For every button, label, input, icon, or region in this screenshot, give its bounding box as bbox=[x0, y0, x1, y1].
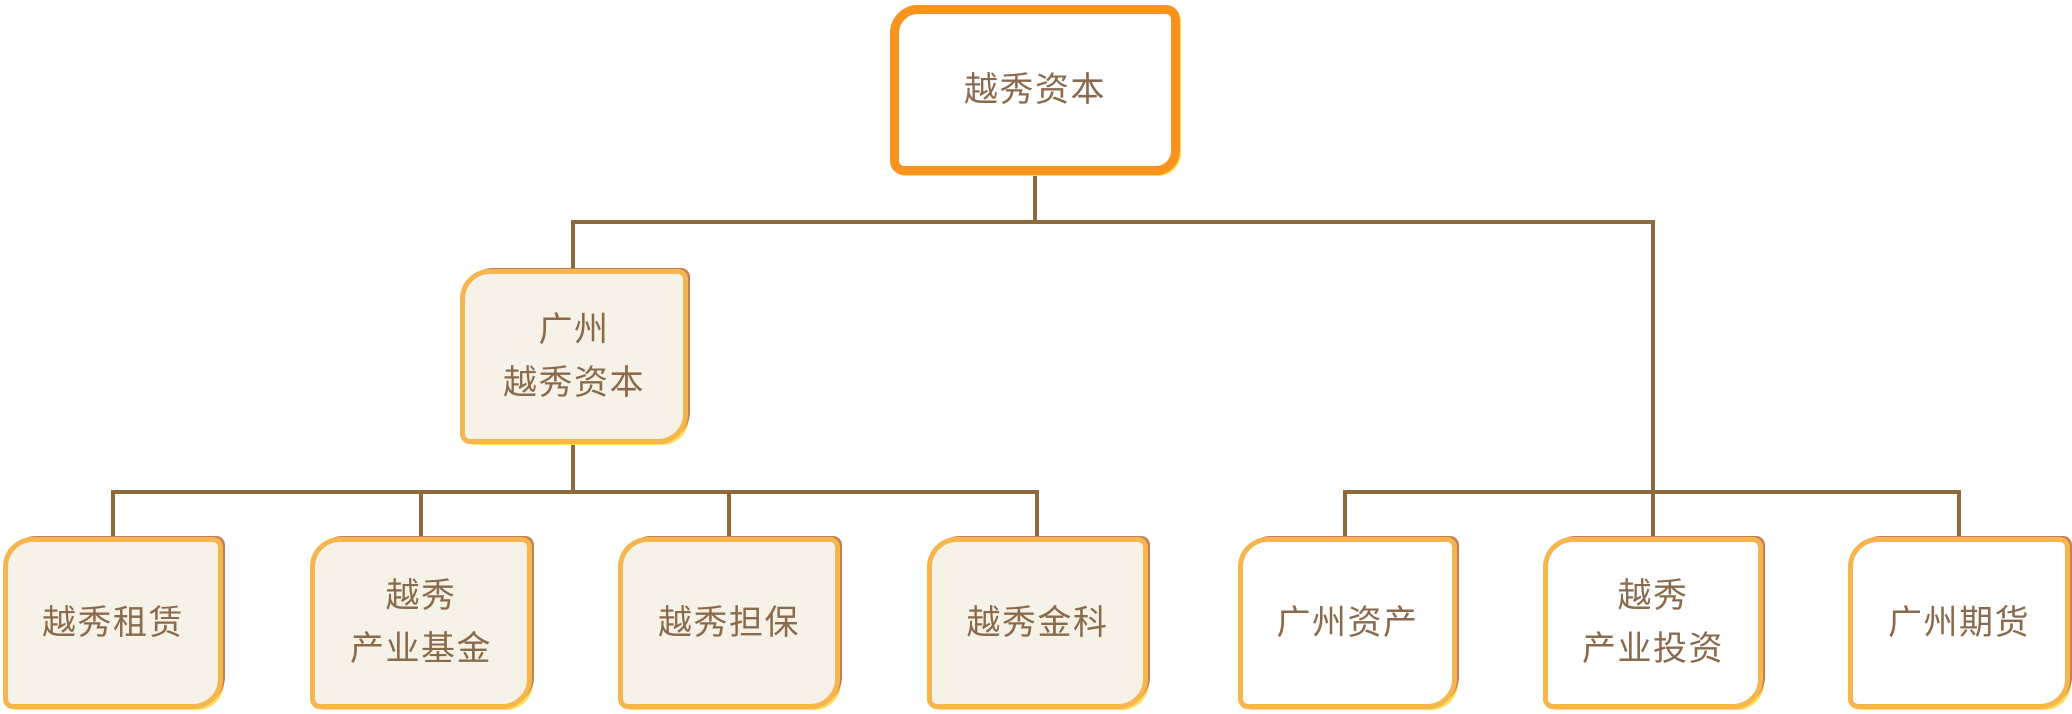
org-node-guangzhou-asset[interactable]: 广州资产 bbox=[1238, 537, 1457, 709]
org-node-yuexiu-leasing[interactable]: 越秀租赁 bbox=[3, 537, 223, 709]
org-node-yuexiu-industrial-investment[interactable]: 越秀 产业投资 bbox=[1543, 537, 1763, 709]
org-node-label: 越秀担保 bbox=[658, 603, 800, 642]
connector-drop-yuexiu-fintech bbox=[1035, 490, 1039, 540]
org-node-guangzhou-futures[interactable]: 广州期货 bbox=[1848, 537, 2070, 709]
connector-drop-yuexiu-leasing bbox=[111, 490, 115, 540]
org-node-label: 越秀 产业基金 bbox=[350, 577, 492, 668]
connector-left-children-horizontal bbox=[111, 490, 1039, 494]
connector-drop-guangzhou-asset bbox=[1343, 490, 1347, 540]
connector-right-children-horizontal bbox=[1343, 490, 1961, 494]
connector-gz-yuexiu-capital-trunk bbox=[571, 441, 575, 493]
org-node-label: 越秀金科 bbox=[966, 603, 1109, 642]
org-node-yuexiu-industrial-fund[interactable]: 越秀 产业基金 bbox=[310, 537, 532, 709]
org-node-yuexiu-guarantee[interactable]: 越秀担保 bbox=[618, 537, 840, 709]
org-node-yuexiu-capital[interactable]: 越秀资本 bbox=[890, 5, 1180, 175]
org-node-label: 广州 越秀资本 bbox=[503, 310, 645, 402]
connector-drop-gz-yuexiu-capital bbox=[571, 220, 575, 272]
org-node-guangzhou-yuexiu-capital[interactable]: 广州 越秀资本 bbox=[460, 269, 688, 444]
org-node-label: 广州期货 bbox=[1888, 603, 2030, 642]
org-node-label: 越秀租赁 bbox=[42, 603, 184, 642]
org-node-label: 越秀 产业投资 bbox=[1582, 577, 1724, 668]
connector-drop-yuexiu-industrial-fund bbox=[419, 490, 423, 540]
org-node-label: 越秀资本 bbox=[964, 70, 1106, 109]
org-node-yuexiu-fintech[interactable]: 越秀金科 bbox=[927, 537, 1148, 709]
connector-root-trunk bbox=[1033, 172, 1037, 222]
org-node-label: 广州资产 bbox=[1276, 603, 1419, 642]
connector-drop-yuexiu-guarantee bbox=[727, 490, 731, 540]
connector-level1-horizontal bbox=[571, 220, 1655, 224]
connector-right-branch-vertical bbox=[1651, 220, 1655, 540]
connector-drop-guangzhou-futures bbox=[1957, 490, 1961, 540]
